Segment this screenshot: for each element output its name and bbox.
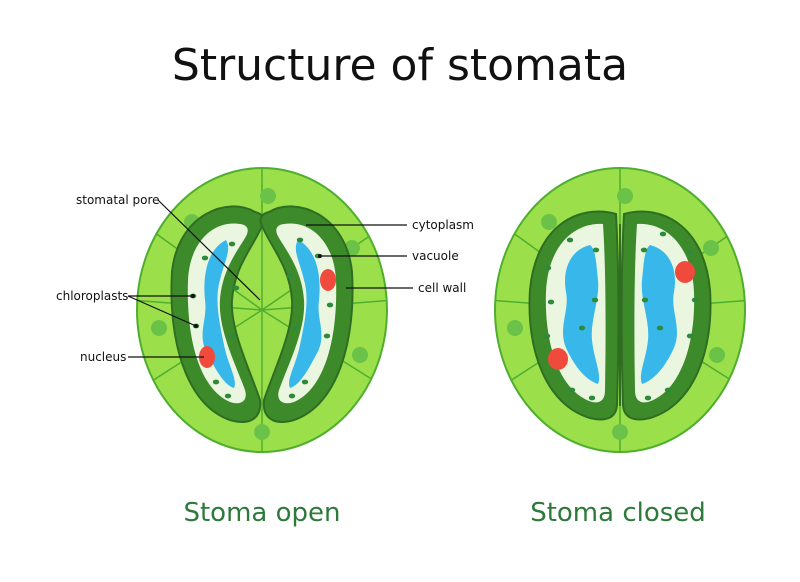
epidermal-cells-open [137, 168, 387, 452]
guard-cell-right-open [259, 205, 354, 423]
guard-cell-left-open [170, 205, 265, 423]
label-chloroplasts-text: chloroplasts [56, 289, 128, 303]
label-nucleus-text: nucleus [80, 350, 126, 364]
caption-stoma-closed: Stoma closed [530, 498, 706, 528]
epidermis-outline-open [136, 167, 388, 453]
label-vacuole-text: vacuole [412, 249, 459, 263]
epidermal-nuclei-open [151, 188, 368, 440]
stoma-open [136, 167, 388, 453]
label-stomatal-pore: stomatal pore [76, 193, 261, 301]
label-cytoplasm-text: cytoplasm [412, 218, 474, 232]
label-nucleus: nucleus [80, 350, 204, 364]
epidermal-nuclei-closed [507, 188, 725, 440]
stoma-closed [494, 167, 746, 453]
label-vacuole: vacuole [318, 249, 459, 263]
epidermis-outline-closed [494, 167, 746, 453]
caption-stoma-open: Stoma open [183, 498, 341, 528]
label-cytoplasm: cytoplasm [306, 218, 474, 232]
label-stomatal-pore-text: stomatal pore [76, 193, 160, 207]
label-chloroplasts: chloroplasts [56, 289, 198, 328]
label-cell-wall: cell wall [346, 281, 466, 295]
guard-cell-left-closed [528, 210, 620, 421]
guard-cell-right-closed [620, 210, 712, 421]
diagram-title: Structure of stomata [171, 40, 629, 91]
label-cell-wall-text: cell wall [418, 281, 466, 295]
